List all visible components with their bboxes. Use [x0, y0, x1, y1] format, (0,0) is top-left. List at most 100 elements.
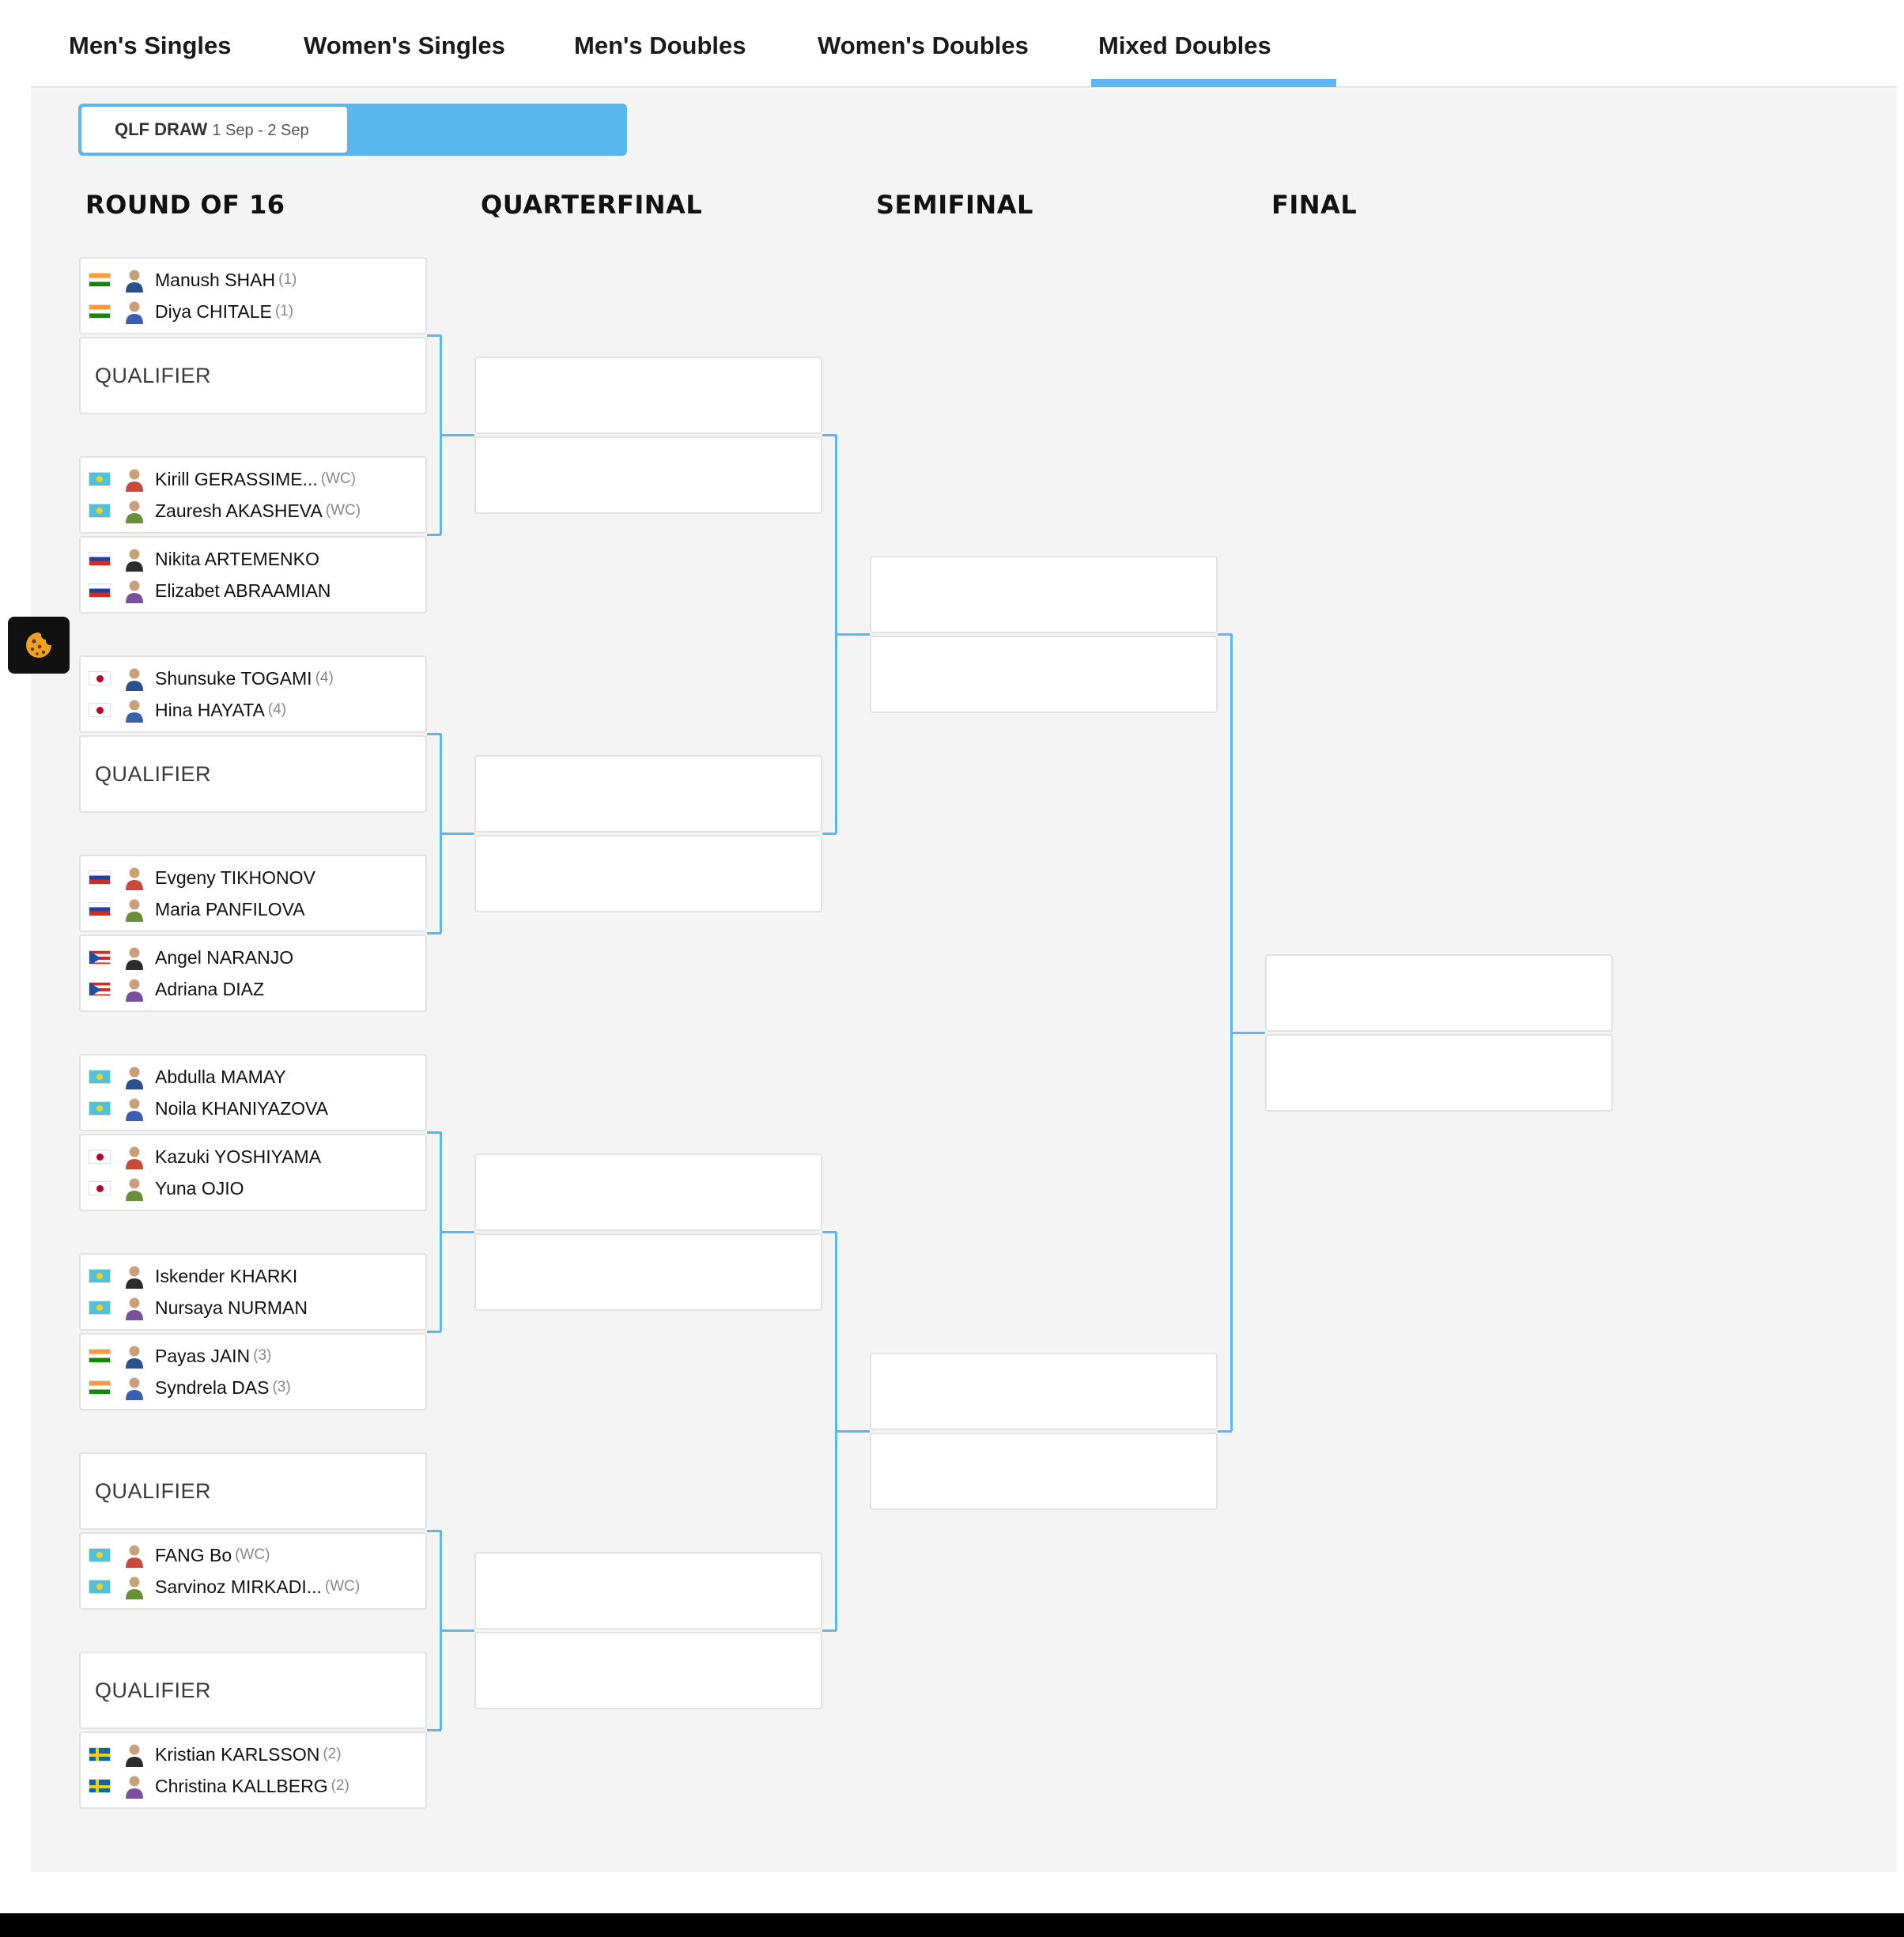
flag-kaz-icon	[89, 1269, 111, 1283]
tab-womens-doubles[interactable]: Women's Doubles	[818, 32, 1029, 59]
bottom-bar	[0, 1913, 1904, 1937]
bracket-connector	[440, 1629, 474, 1632]
bracket-connector	[427, 1529, 441, 1532]
match-slot-bottom[interactable]	[474, 436, 822, 514]
match-slot-top[interactable]: Manush SHAH(1)Diya CHITALE(1)	[79, 257, 427, 334]
match-slot-top[interactable]	[474, 1154, 822, 1231]
player-avatar-icon	[126, 1744, 143, 1767]
player-name: Nursaya NURMAN	[155, 1297, 308, 1318]
player-avatar-icon	[126, 580, 143, 603]
match-slot-bottom[interactable]: QUALIFIER	[79, 337, 427, 414]
player-line: Kristian KARLSSON(2)	[89, 1739, 342, 1770]
qualifier-label: QUALIFIER	[95, 364, 212, 387]
player-avatar-icon	[126, 549, 143, 572]
match-slot-top[interactable]	[474, 755, 822, 833]
flag-kaz-icon	[89, 472, 111, 486]
tab-mixed-doubles[interactable]: Mixed Doubles	[1098, 32, 1271, 59]
match-slot-top[interactable]: Kirill GERASSIME...(WC)Zauresh AKASHEVA(…	[79, 456, 427, 534]
flag-kaz-icon	[89, 1580, 111, 1594]
match-slot-bottom[interactable]	[1265, 1034, 1613, 1112]
quarterfinal-match	[474, 1154, 822, 1312]
flag-jpn-icon	[89, 1181, 111, 1195]
flag-kaz-icon	[89, 1301, 111, 1315]
player-seed: (3)	[253, 1347, 272, 1364]
player-avatar-icon	[126, 867, 143, 890]
player-avatar-icon	[126, 1545, 143, 1568]
match-slot-bottom[interactable]: FANG Bo(WC)Sarvinoz MIRKADI...(WC)	[79, 1532, 427, 1610]
flag-kaz-icon	[89, 1070, 111, 1084]
tab-mens-singles[interactable]: Men's Singles	[69, 32, 232, 59]
match-slot-top[interactable]	[1265, 954, 1613, 1032]
player-avatar-icon	[126, 1346, 143, 1369]
player-avatar-icon	[126, 1776, 143, 1799]
bracket-connector	[427, 931, 441, 935]
bracket-connector	[1218, 632, 1232, 636]
match-slot-bottom[interactable]	[474, 835, 822, 912]
player-avatar-icon	[126, 1146, 143, 1169]
flag-pur-icon	[89, 982, 111, 996]
bracket-connector	[427, 1131, 441, 1134]
player-name: FANG Bo	[155, 1544, 232, 1565]
player-seed: (WC)	[324, 1578, 361, 1595]
flag-kaz-icon	[89, 1101, 111, 1116]
player-avatar-icon	[126, 1067, 143, 1089]
bracket-connector	[427, 334, 441, 337]
player-line: Hina HAYATA(4)	[89, 694, 286, 726]
match-slot-bottom[interactable]	[474, 1632, 822, 1709]
player-name: Hina HAYATA	[155, 699, 265, 720]
player-name: Kristian KARLSSON	[155, 1743, 320, 1765]
match-slot-top[interactable]	[870, 556, 1218, 633]
draw-dates: 1 Sep - 2 Sep	[212, 122, 309, 139]
tab-mens-doubles[interactable]: Men's Doubles	[574, 32, 746, 59]
player-line: Noila KHANIYAZOVA	[89, 1093, 328, 1124]
match-slot-bottom[interactable]	[870, 1433, 1218, 1510]
match-slot-top[interactable]: QUALIFIER	[79, 1652, 427, 1729]
player-line: Abdulla MAMAY	[89, 1061, 286, 1093]
cookie-settings-button[interactable]	[8, 617, 70, 674]
match-slot-bottom[interactable]	[870, 636, 1218, 713]
match-slot-top[interactable]: Iskender KHARKI Nursaya NURMAN	[79, 1253, 427, 1331]
player-seed: (3)	[272, 1379, 291, 1395]
tab-womens-singles[interactable]: Women's Singles	[304, 32, 505, 59]
match-slot-top[interactable]: QUALIFIER	[79, 1452, 427, 1530]
round-title-final: FINAL	[1271, 190, 1358, 220]
player-line: Maria PANFILOVA	[89, 893, 305, 925]
match-slot-top[interactable]	[474, 357, 822, 434]
player-name: Angel NARANJO	[155, 946, 294, 968]
bracket-connector	[835, 632, 870, 636]
player-seed: (2)	[323, 1746, 342, 1762]
player-seed: (1)	[278, 271, 297, 288]
player-avatar-icon	[126, 1377, 143, 1400]
player-avatar-icon	[126, 1297, 143, 1320]
bracket-connector	[427, 533, 441, 536]
match-slot-top[interactable]	[870, 1353, 1218, 1430]
match-slot-bottom[interactable]: QUALIFIER	[79, 735, 427, 813]
match-slot-top[interactable]: Shunsuke TOGAMI(4)Hina HAYATA(4)	[79, 655, 427, 733]
match-slot-bottom[interactable]: Payas JAIN(3)Syndrela DAS(3)	[79, 1333, 427, 1410]
player-name: Payas JAIN	[155, 1345, 251, 1366]
flag-jpn-icon	[89, 1150, 111, 1164]
match-slot-bottom[interactable]	[474, 1233, 822, 1311]
player-line: Evgeny TIKHONOV	[89, 862, 315, 893]
player-name: Zauresh AKASHEVA	[155, 500, 323, 521]
event-tabs: Men's Singles Women's Singles Men's Doub…	[31, 0, 1897, 88]
bracket-connector	[835, 1429, 870, 1433]
quarterfinal-match	[474, 357, 822, 515]
flag-kaz-icon	[89, 1548, 111, 1562]
player-line: Christina KALLBERG(2)	[89, 1770, 349, 1802]
match-slot-top[interactable]	[474, 1552, 822, 1629]
r16-match: Kirill GERASSIME...(WC)Zauresh AKASHEVA(…	[79, 456, 427, 614]
player-name: Iskender KHARKI	[155, 1265, 298, 1286]
player-name: Elizabet ABRAAMIAN	[155, 580, 331, 601]
player-name: Shunsuke TOGAMI	[155, 667, 312, 689]
match-slot-bottom[interactable]: Kristian KARLSSON(2)Christina KALLBERG(2…	[79, 1731, 427, 1809]
qualifier-label: QUALIFIER	[95, 1479, 212, 1503]
flag-jpn-icon	[89, 671, 111, 685]
